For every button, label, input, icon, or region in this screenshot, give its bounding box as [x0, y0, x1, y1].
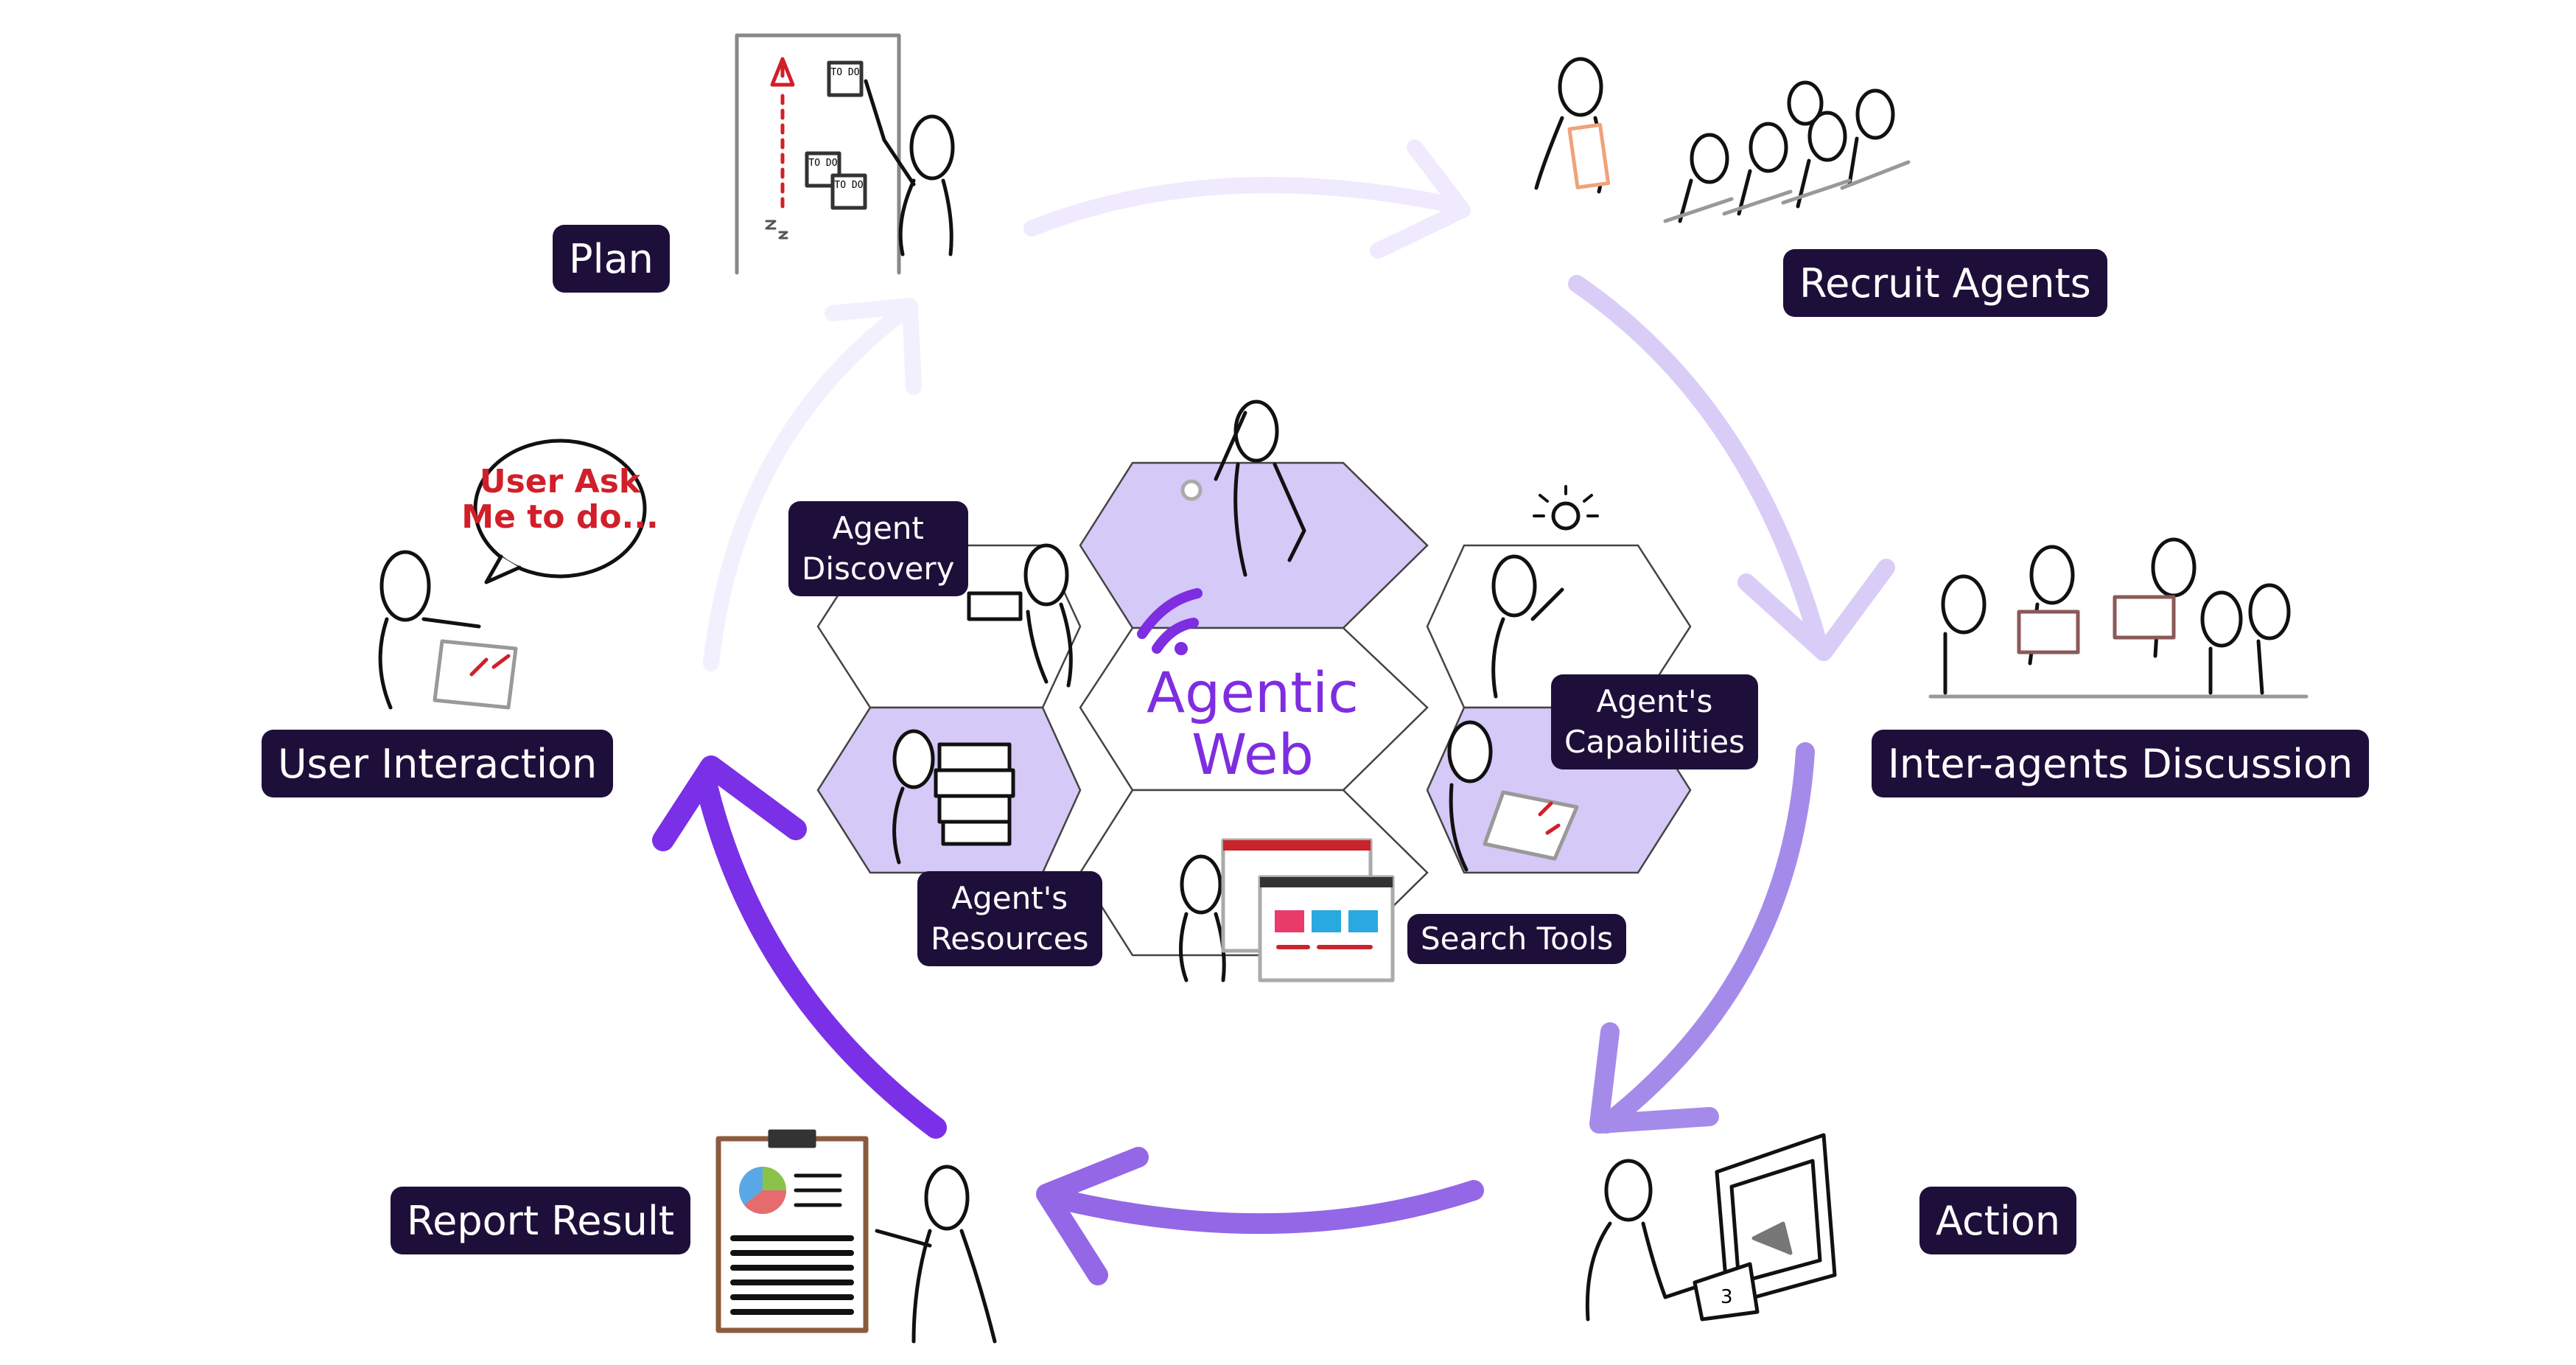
label-agents-resources-line1: Agent's — [951, 880, 1068, 916]
speech-bubble-line2: Me to do... — [461, 498, 659, 537]
speech-bubble-icon — [473, 439, 647, 584]
arrowhead-recruit-to-discussion — [1737, 559, 1895, 661]
todo-note-1: TO DO — [830, 67, 860, 78]
arrow-recruit-to-discussion — [1568, 275, 1829, 657]
action-computer-figure — [1585, 1133, 1837, 1322]
cycle-arrows — [652, 139, 1895, 1285]
label-recruit-agents: Recruit Agents — [1783, 249, 2107, 317]
arrow-discussion-to-action — [1597, 742, 1815, 1134]
arrowhead-plan-to-recruit — [1370, 139, 1471, 259]
label-plan: Plan — [553, 225, 670, 293]
label-agent-discovery-line2: Discovery — [802, 550, 955, 587]
label-agents-resources: Agent's Resources — [917, 871, 1102, 967]
label-agents-resources-line2: Resources — [931, 920, 1089, 957]
arrow-user-to-plan — [703, 301, 914, 671]
recruit-audience-figure — [1663, 80, 1911, 223]
speech-bubble-line1: User Ask — [479, 463, 641, 500]
user-person-figure — [378, 550, 518, 710]
hex-binocular-figure — [967, 543, 1073, 688]
discussion-group-figure — [1928, 537, 2309, 699]
todo-note-2: TO DO — [808, 158, 838, 169]
plan-person-figure — [864, 79, 955, 256]
report-clipboard-icon — [715, 1129, 869, 1333]
label-user-interaction: User Interaction — [262, 730, 614, 797]
report-person-figure — [875, 1165, 997, 1344]
label-agents-capabilities: Agent's Capabilities — [1551, 674, 1758, 770]
hex-idea-figure — [1491, 485, 1599, 699]
hex-browser-figure — [1179, 838, 1395, 982]
todo-note-3: TO DO — [834, 180, 864, 191]
recruit-presenter-figure — [1534, 57, 1611, 194]
label-inter-agents-discussion: Inter-agents Discussion — [1872, 730, 2370, 797]
hex-carrying-books-figure — [892, 729, 1015, 865]
arrowhead-report-to-user — [652, 755, 807, 851]
arrowhead-action-to-report — [1036, 1147, 1149, 1285]
center-title-line2: Web — [1191, 721, 1314, 787]
arrow-action-to-report — [1043, 1180, 1484, 1235]
label-action: Action — [1919, 1187, 2077, 1254]
hex-thinking-figure — [1180, 399, 1306, 577]
hex-top — [1079, 461, 1429, 629]
label-agent-discovery-line1: Agent — [832, 510, 924, 546]
label-agents-capabilities-line1: Agent's — [1596, 683, 1713, 719]
arrow-plan-to-recruit — [1023, 177, 1467, 237]
center-title-line1: Agentic — [1147, 660, 1359, 725]
label-agents-capabilities-line2: Capabilities — [1564, 723, 1745, 760]
label-agent-discovery: Agent Discovery — [788, 501, 968, 597]
arrowhead-discussion-to-action — [1589, 1022, 1719, 1134]
arrow-report-to-user — [696, 778, 947, 1139]
center-title: Agentic Web — [1135, 662, 1371, 785]
figures — [378, 33, 2309, 1344]
wifi-icon — [1137, 588, 1203, 655]
label-report-result: Report Result — [391, 1187, 691, 1254]
label-search-tools: Search Tools — [1407, 914, 1627, 964]
speech-bubble-text: User Ask Me to do... — [457, 464, 663, 536]
hex-checklist-figure — [1447, 720, 1579, 872]
arrowhead-user-to-plan — [825, 298, 922, 395]
whiteboard-icon — [735, 33, 901, 275]
monitor-number: 3 — [1721, 1286, 1733, 1308]
